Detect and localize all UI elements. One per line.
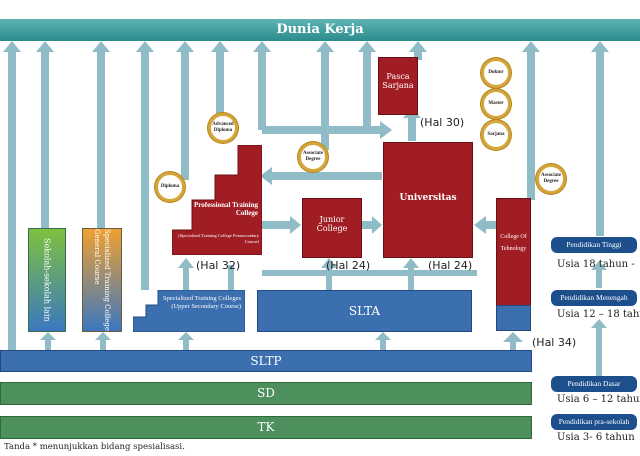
age-range: Usia 18 tahun - (557, 259, 635, 270)
medal-diploma-icon: Diploma (155, 172, 185, 202)
professional-training-college: Professional Training College (Specializ… (172, 145, 262, 255)
staircase-shape (172, 145, 262, 255)
page-ref-cot: (Hal 34) (532, 336, 577, 349)
level-pendidikan-pra-sekolah: Pendidikan pra-sekolah (551, 414, 637, 430)
age-range: Usia 6 – 12 tahun (557, 394, 640, 405)
medal-advanced-diploma-icon: Advanced Diploma (208, 113, 238, 143)
pasca-sarjana-box: Pasca Sarjana (378, 57, 418, 115)
slta-box: SLTA (257, 290, 472, 332)
dunia-kerja-banner: Dunia Kerja (0, 19, 640, 41)
level-pendidikan-tinggi: Pendidikan Tinggi (551, 237, 637, 253)
medal-associate-degree-icon: Associate Degree (536, 164, 566, 194)
medal-doktor-icon: Doktor (481, 58, 511, 88)
sd-bar: SD (0, 382, 532, 405)
sekolah-lain-box: Sekolah-sekolah lain (28, 228, 66, 332)
college-of-technology-base (496, 305, 531, 331)
arrow-up (3, 41, 609, 350)
page-ref-univ: (Hal 24) (428, 259, 473, 272)
college-of-technology-box: College Of Tehnology (496, 198, 531, 306)
staircase-shape (133, 290, 245, 332)
page-ref-ptc: (Hal 32) (196, 259, 241, 272)
page-ref-jc: (Hal 24) (326, 259, 371, 272)
level-pendidikan-menengah: Pendidikan Menengah (551, 290, 637, 306)
medal-sarjana-icon: Sarjana (481, 120, 511, 150)
specialized-general-course-box: Specialized Training College General Cou… (82, 228, 122, 332)
medal-master-icon: Master (481, 89, 511, 119)
ptc-label: Professional Training College (194, 201, 258, 217)
page-ref-pasca: (Hal 30) (420, 116, 465, 129)
level-pendidikan-dasar: Pendidikan Dasar (551, 376, 637, 392)
age-range: Usia 12 – 18 tahun (557, 309, 640, 320)
ptc-sublabel: (Specialized Training College Postsecond… (178, 233, 259, 244)
universitas-box: Universitas (383, 142, 473, 258)
footnote: Tanda * menunjukkan bidang spesialisasi. (4, 442, 185, 452)
tk-bar: TK (0, 416, 532, 439)
junior-college-box: Junior College (302, 198, 362, 258)
specialized-training-colleges: Specialized Training Colleges (Upper Sec… (133, 290, 245, 332)
sltp-bar: SLTP (0, 350, 532, 372)
stc-label: Specialized Training Colleges (Upper Sec… (163, 295, 241, 310)
medal-associate-degree-icon: Associate Degree (298, 142, 328, 172)
age-range: Usia 3- 6 tahun (557, 432, 635, 443)
